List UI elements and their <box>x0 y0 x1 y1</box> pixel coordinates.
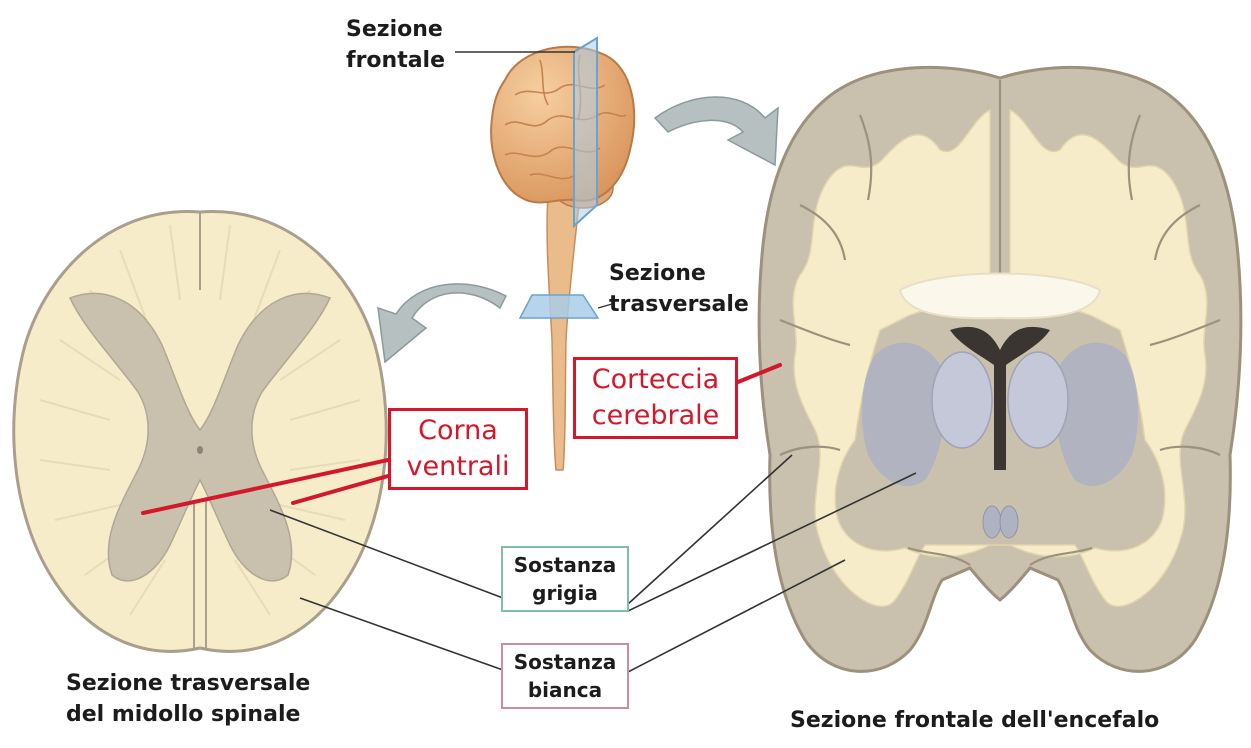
spinal-cord-section <box>14 211 387 651</box>
grey-matter-callout: Sostanza grigia <box>501 546 629 612</box>
white-matter-line2: bianca <box>507 676 623 704</box>
brain-frontal-section <box>759 67 1241 671</box>
brain-caption: Sezione frontale dell'encefalo <box>790 705 1159 736</box>
white-matter-line1: Sostanza <box>507 648 623 676</box>
frontal-section-plane <box>574 38 597 226</box>
corpus-callosum <box>900 274 1100 319</box>
transverse-section-plane <box>520 295 598 318</box>
arrow-to-spinal-section <box>378 284 506 362</box>
white-matter-callout: Sostanza bianca <box>501 643 629 709</box>
spinal-cord-caption: Sezione trasversale del midollo spinale <box>66 668 310 730</box>
grey-matter-line2: grigia <box>507 579 623 607</box>
ventral-horns-line1: Corna <box>395 413 521 449</box>
cerebral-cortex-callout: Corteccia cerebrale <box>573 357 738 439</box>
spinal-cord-caption-line2: del midollo spinale <box>66 699 310 730</box>
frontal-section-label-line1: Sezione <box>346 14 445 45</box>
thalamus-left <box>932 352 992 448</box>
transverse-section-label: Sezione trasversale <box>609 258 749 320</box>
transverse-section-label-line1: Sezione <box>609 258 749 289</box>
arrow-to-brain-section <box>655 97 778 165</box>
brain-caption-text: Sezione frontale dell'encefalo <box>790 705 1159 736</box>
spinal-cord-caption-line1: Sezione trasversale <box>66 668 310 699</box>
thalamus-right <box>1008 352 1068 448</box>
cerebral-cortex-line1: Corteccia <box>580 362 731 398</box>
frontal-section-label-line2: frontale <box>346 45 445 76</box>
ventral-horns-line2: ventrali <box>395 449 521 485</box>
transverse-section-label-line2: trasversale <box>609 289 749 320</box>
cerebral-cortex-line2: cerebrale <box>580 398 731 434</box>
frontal-section-label: Sezione frontale <box>346 14 445 76</box>
ventral-horns-callout: Corna ventrali <box>388 408 528 490</box>
grey-matter-line1: Sostanza <box>507 551 623 579</box>
